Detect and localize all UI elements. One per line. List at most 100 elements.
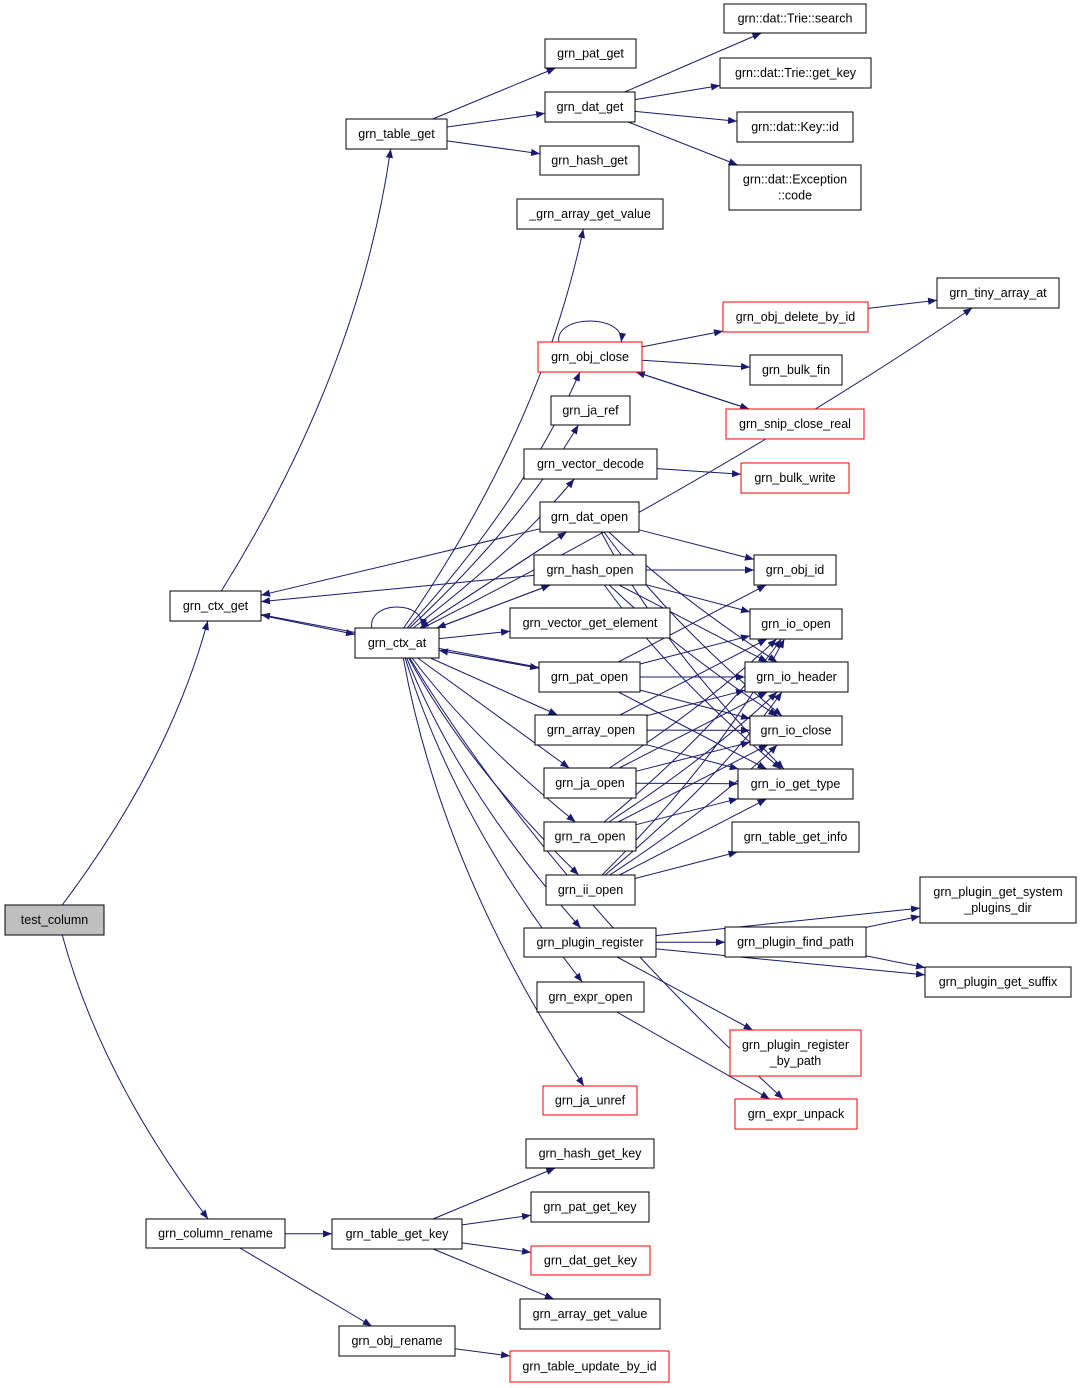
node-grn-ja-open[interactable]: grn_ja_open — [543, 767, 637, 799]
node-grn-expr-open[interactable]: grn_expr_open — [536, 981, 645, 1013]
node-grn-io-open[interactable]: grn_io_open — [749, 608, 843, 640]
edge-grn_ra_open-to-grn_io_get_type — [635, 797, 739, 826]
node-label: grn_ra_open — [555, 830, 626, 844]
node-grn-hash-get-key[interactable]: grn_hash_get_key — [525, 1138, 655, 1169]
node-grn-table-update-by-id[interactable]: grn_table_update_by_id — [509, 1350, 670, 1383]
edge-grn_ctx_get-to-grn_ctx_at — [260, 614, 356, 637]
node-label: grn_io_header — [756, 670, 837, 684]
node-box — [753, 554, 837, 586]
node-label: grn::dat::Exception — [743, 173, 847, 187]
node-grn-plugin-register[interactable]: grn_plugin_register — [523, 927, 657, 958]
node-box — [533, 554, 647, 586]
node-grn-obj-rename[interactable]: grn_obj_rename — [338, 1325, 456, 1357]
node-grn-vector-decode[interactable]: grn_vector_decode — [523, 448, 658, 480]
node-label: grn_io_get_type — [751, 777, 841, 791]
node-grn-ja-ref[interactable]: grn_ja_ref — [550, 395, 631, 426]
node-grn-dat-get[interactable]: grn_dat_get — [544, 91, 636, 123]
edge-grn_ii_open-to-grn_io_header — [604, 691, 783, 876]
node-grn-bulk-fin[interactable]: grn_bulk_fin — [749, 354, 843, 386]
node-grn-plugin-register-by-path[interactable]: grn_plugin_register_by_path — [729, 1029, 862, 1077]
node-box — [509, 1350, 670, 1383]
node-box — [722, 301, 869, 333]
node-label: grn_vector_get_element — [523, 616, 658, 630]
edge-grn_array_open-to-grn_io_header — [646, 689, 746, 717]
node-grn-hash-open[interactable]: grn_hash_open — [533, 554, 647, 586]
node-box — [530, 1191, 650, 1223]
edge-grn_snip_close_real-to-grn_obj_close — [635, 371, 750, 410]
node-box — [543, 821, 637, 852]
node-label: grn_ja_unref — [555, 1094, 626, 1108]
edge-grn_dat_open-to-grn_ctx_get — [260, 528, 541, 597]
node-grn-pat-open[interactable]: grn_pat_open — [538, 661, 641, 693]
node-grn-ja-unref[interactable]: grn_ja_unref — [542, 1085, 638, 1116]
node-trie-search[interactable]: grn::dat::Trie::search — [723, 3, 867, 34]
node-grn-expr-unpack[interactable]: grn_expr_unpack — [734, 1098, 858, 1130]
node-label: grn_dat_get — [557, 100, 624, 114]
node-grn-plugin-get-suffix[interactable]: grn_plugin_get_suffix — [924, 966, 1072, 998]
node-label: grn_ii_open — [558, 883, 623, 897]
node-box — [536, 981, 645, 1013]
edge-grn_ctx_at-to-grn_ja_open — [417, 657, 570, 769]
edge-grn_ctx_at-to-grn_ra_open — [411, 657, 576, 823]
node-grn-column-rename[interactable]: grn_column_rename — [145, 1218, 286, 1249]
node-grn-io-close[interactable]: grn_io_close — [749, 715, 843, 746]
node-label: grn_plugin_get_system — [933, 885, 1062, 899]
node-box — [544, 91, 636, 123]
node-grn-pat-get[interactable]: grn_pat_get — [544, 38, 637, 69]
node-grn-snip-close-real[interactable]: grn_snip_close_real — [725, 408, 865, 440]
node-grn-vector-get-element[interactable]: grn_vector_get_element — [509, 607, 671, 639]
node-grn-ctx-at[interactable]: grn_ctx_at — [354, 627, 440, 659]
node-label: grn_io_close — [761, 724, 832, 738]
node-label: grn_plugin_find_path — [737, 935, 854, 949]
node-box — [545, 874, 636, 906]
node-grn-obj-delete-by-id[interactable]: grn_obj_delete_by_id — [722, 301, 869, 333]
edge-grn_ja_open-to-grn_io_get_type — [635, 780, 739, 788]
node-box — [729, 1029, 862, 1077]
node-grn-dat-open[interactable]: grn_dat_open — [539, 501, 640, 533]
node-grn-obj-close[interactable]: grn_obj_close — [537, 341, 643, 373]
node-test-column[interactable]: test_column — [4, 904, 105, 936]
node-label: grn::dat::Trie::get_key — [735, 66, 857, 80]
node-exception-code[interactable]: grn::dat::Exception::code — [728, 164, 862, 211]
node-box — [737, 768, 854, 800]
node-grn-pat-get-key[interactable]: grn_pat_get_key — [530, 1191, 650, 1223]
node-grn-array-get-value[interactable]: grn_array_get_value — [519, 1298, 661, 1330]
node-grn-io-header[interactable]: grn_io_header — [744, 661, 849, 693]
edge-grn_pat_open-to-grn_io_close — [639, 689, 751, 720]
node-grn-hash-get[interactable]: grn_hash_get — [539, 145, 640, 176]
node-grn-plugin-find-path[interactable]: grn_plugin_find_path — [724, 926, 867, 958]
node-trie-get-key[interactable]: grn::dat::Trie::get_key — [719, 57, 872, 89]
node-grn-ii-open[interactable]: grn_ii_open — [545, 874, 636, 906]
node-grn-dat-get-key[interactable]: grn_dat_get_key — [530, 1245, 651, 1276]
node-box — [740, 462, 850, 494]
node-label: grn_obj_id — [766, 563, 824, 577]
edge-grn_table_get_key-to-grn_array_get_value — [433, 1248, 554, 1300]
edge-grn_ii_open-to-grn_table_get_info — [634, 850, 738, 879]
node-box — [919, 876, 1077, 924]
node-grn-table-get-info[interactable]: grn_table_get_info — [731, 821, 860, 853]
node-grn-array-open[interactable]: grn_array_open — [534, 714, 648, 746]
node-key-id[interactable]: grn::dat::Key::id — [736, 111, 854, 143]
node-label: grn_vector_decode — [537, 457, 644, 471]
node-box — [749, 715, 843, 746]
node-grn-ctx-get[interactable]: grn_ctx_get — [169, 590, 262, 622]
node-grn-obj-id[interactable]: grn_obj_id — [753, 554, 837, 586]
node-grn-ra-open[interactable]: grn_ra_open — [543, 821, 637, 852]
node-label: grn_ja_ref — [562, 404, 619, 418]
node-label: grn_pat_open — [551, 670, 628, 684]
node-grn-plugin-get-system-plugins-dir[interactable]: grn_plugin_get_system_plugins_dir — [919, 876, 1077, 924]
node-grn-table-get[interactable]: grn_table_get — [345, 118, 448, 150]
node-grn-tiny-array-at[interactable]: grn_tiny_array_at — [936, 277, 1060, 309]
edge-grn_obj_close-to-grn_obj_delete_by_id — [641, 329, 724, 348]
edge-grn_ctx_at-to-grn_vector_get_element — [438, 628, 511, 640]
node-box — [544, 38, 637, 69]
node-label: grn_hash_open — [547, 563, 634, 577]
edge-grn_dat_open-to-grn_ctx_at — [419, 531, 567, 629]
node--grn-array-get-value[interactable]: _grn_array_get_value — [516, 198, 664, 230]
node-grn-table-get-key[interactable]: grn_table_get_key — [331, 1218, 463, 1250]
edge-grn_ja_open-to-grn_io_open — [609, 638, 777, 769]
node-box — [725, 408, 865, 440]
node-grn-io-get-type[interactable]: grn_io_get_type — [737, 768, 854, 800]
node-label: grn_array_open — [547, 723, 635, 737]
node-grn-bulk-write[interactable]: grn_bulk_write — [740, 462, 850, 494]
